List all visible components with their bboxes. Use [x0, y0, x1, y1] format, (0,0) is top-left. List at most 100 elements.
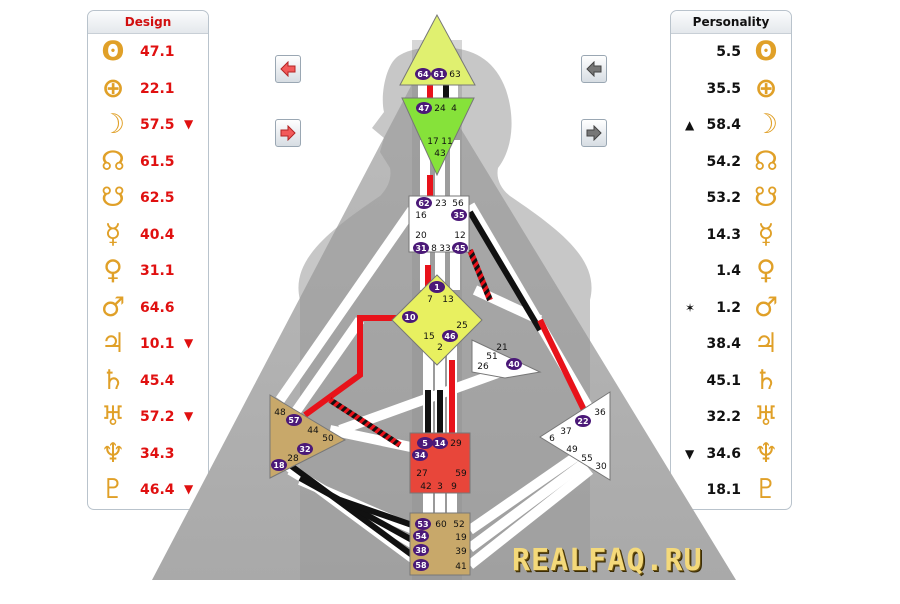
svg-text:64: 64 [417, 70, 429, 79]
svg-text:53: 53 [417, 520, 428, 529]
gate-sacral_gates-7: 3 [437, 482, 443, 492]
svg-text:30: 30 [595, 462, 607, 472]
svg-text:31: 31 [415, 244, 427, 253]
gate-ajna_gates-4: 11 [441, 137, 452, 147]
uranus-icon: ♅ [100, 401, 126, 432]
gate-spleen_gates-5: 28 [287, 454, 299, 464]
gate-throat_gates-9: 33 [439, 244, 450, 254]
gate-spleen_gates-4: 32 [297, 443, 313, 455]
gate-sacral_gates-5: 59 [455, 469, 467, 479]
design-value: 57.2 [140, 409, 175, 425]
gate-root_gates-8: 41 [455, 562, 466, 572]
svg-text:26: 26 [477, 362, 489, 372]
moon-icon: ☽ [753, 109, 779, 140]
ajna-center [401, 97, 475, 177]
gate-root_gates-2: 52 [453, 520, 464, 530]
svg-text:35: 35 [453, 211, 465, 220]
personality-value: 35.5 [706, 80, 741, 97]
design-value: 45.4 [140, 372, 175, 389]
gate-throat_gates-10: 45 [452, 242, 468, 254]
mars-icon: ♂ [753, 291, 779, 323]
g-center [391, 274, 483, 366]
svg-text:23: 23 [435, 199, 446, 209]
svg-text:33: 33 [439, 244, 450, 254]
design-back-button[interactable] [275, 55, 301, 83]
gate-root_gates-5: 38 [413, 544, 429, 556]
svg-text:18: 18 [273, 461, 285, 470]
gate-g_gates-0: 1 [429, 281, 445, 293]
svg-text:37: 37 [560, 427, 571, 437]
gate-spleen_gates-3: 50 [322, 434, 334, 444]
gate-g_gates-1: 7 [427, 295, 433, 305]
svg-text:56: 56 [452, 199, 464, 209]
personality-marker: ▲ [685, 118, 695, 132]
svg-text:54: 54 [415, 532, 427, 541]
svg-text:38: 38 [415, 546, 427, 555]
svg-text:41: 41 [455, 562, 466, 572]
design-row: ☿40.4 [88, 218, 208, 254]
design-row: ♄45.4 [88, 364, 208, 400]
watermark: REALFAQ.RU [512, 543, 703, 578]
design-forward-button[interactable] [275, 119, 301, 147]
personality-forward-button[interactable] [581, 119, 607, 147]
personality-row: ♂1.2✶ [671, 291, 791, 327]
svg-text:61: 61 [433, 70, 445, 79]
design-value: 62.5 [140, 190, 175, 206]
gate-solar_plexus_gates-0: 36 [594, 408, 606, 418]
personality-marker: ✶ [685, 300, 696, 315]
gate-throat_gates-2: 56 [452, 199, 464, 209]
gate-g_gates-7: 2 [437, 343, 443, 353]
svg-text:20: 20 [415, 231, 427, 241]
personality-value: 54.2 [706, 153, 741, 170]
personality-back-button[interactable] [581, 55, 607, 83]
personality-value: 34.6 [706, 445, 741, 462]
gate-spleen_gates-1: 57 [286, 414, 302, 426]
personality-row: ♇18.1 [671, 473, 791, 509]
uranus-icon: ♅ [753, 401, 779, 432]
design-marker: ▼ [184, 482, 194, 496]
svg-text:58: 58 [415, 561, 427, 570]
gate-ego_gates-1: 51 [486, 352, 497, 362]
personality-value: 38.4 [706, 336, 741, 352]
personality-value: 45.1 [706, 372, 741, 389]
personality-row: ♆34.6▼ [671, 437, 791, 473]
design-marker: ▼ [184, 336, 194, 350]
svg-text:25: 25 [456, 321, 467, 331]
svg-text:17: 17 [427, 137, 438, 147]
north-node-icon: ☊ [101, 145, 125, 177]
personality-row: ☿14.3 [671, 218, 791, 254]
gate-throat_gates-4: 35 [451, 209, 467, 221]
design-row: ☊61.5 [88, 145, 208, 181]
gate-g_gates-3: 10 [402, 311, 418, 323]
gate-ajna_gates-0: 47 [416, 102, 432, 114]
design-value: 57.5 [140, 117, 175, 133]
personality-panel-title: Personality [671, 11, 791, 34]
svg-text:36: 36 [594, 408, 606, 418]
personality-row: ☊54.2 [671, 145, 791, 181]
saturn-icon: ♄ [753, 364, 779, 396]
gate-ajna_gates-2: 4 [451, 104, 457, 114]
svg-text:2: 2 [437, 343, 443, 353]
svg-text:5: 5 [422, 439, 428, 448]
svg-text:16: 16 [415, 211, 427, 221]
moon-icon: ☽ [100, 109, 126, 140]
gate-sacral_gates-8: 9 [451, 482, 457, 492]
personality-value: 1.4 [716, 263, 741, 279]
gate-root_gates-0: 53 [415, 518, 431, 530]
design-row: ♅57.2▼ [88, 400, 208, 436]
arrow-right-gray-icon [586, 125, 602, 141]
neptune-icon: ♆ [100, 437, 126, 469]
personality-row: ♃38.4 [671, 327, 791, 363]
gate-ajna_gates-1: 24 [434, 104, 446, 114]
svg-text:6: 6 [549, 434, 555, 444]
svg-text:19: 19 [455, 533, 467, 543]
gate-spleen_gates-0: 48 [274, 408, 286, 418]
personality-row: ☋53.2 [671, 181, 791, 217]
svg-text:3: 3 [437, 482, 443, 492]
personality-value: 5.5 [716, 44, 741, 60]
personality-row: ♄ 45.1 [671, 364, 791, 400]
sun-icon: ʘ [101, 36, 125, 67]
gate-head_gates-0: 64 [415, 68, 431, 80]
